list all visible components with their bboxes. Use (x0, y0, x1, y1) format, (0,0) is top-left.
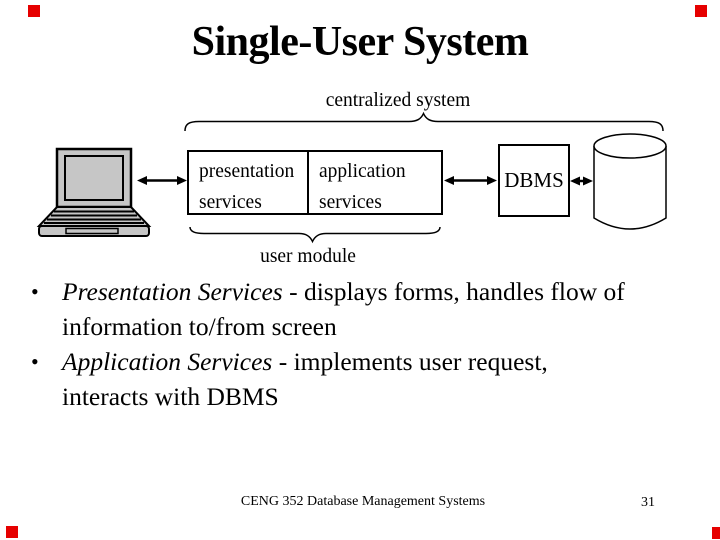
services-divider (307, 152, 309, 213)
bullet-text: Presentation Services - displays forms, … (62, 274, 625, 344)
bullet-item-presentation-services: • Presentation Services - displays forms… (31, 274, 701, 344)
user-module-brace-icon (189, 226, 441, 244)
bullet-item-application-services: • Application Services - implements user… (31, 344, 701, 414)
dbms-box: DBMS (498, 144, 570, 217)
bullet-marker: • (31, 279, 39, 304)
bullet-text: Application Services - implements user r… (62, 344, 548, 414)
centralized-system-label: centralized system (325, 90, 471, 111)
services-box: presentation services application servic… (187, 150, 443, 215)
user-module-label: user module (260, 246, 356, 267)
page-number: 31 (641, 495, 655, 510)
bullet-term: Presentation Services (62, 277, 283, 306)
computer-services-arrow-icon (137, 176, 187, 185)
bullet-rest: - displays forms, handles flow of inform… (62, 277, 625, 341)
application-services-cell: application services (319, 161, 406, 213)
corner-mark-bottom-left (6, 526, 18, 538)
footer-course: CENG 352 Database Management Systems (240, 494, 486, 509)
corner-mark-top-left (28, 5, 40, 17)
dbms-database-arrow-icon (570, 176, 593, 186)
bullet-term: Application Services (62, 347, 273, 376)
bullet-rest: - implements user request, interacts wit… (62, 347, 548, 411)
centralized-system-brace-icon (184, 111, 664, 132)
database-cylinder-icon (593, 133, 667, 230)
corner-mark-bottom-right (712, 527, 720, 539)
laptop-icon (36, 147, 152, 237)
bullet-marker: • (31, 349, 39, 374)
corner-mark-top-right (695, 5, 707, 17)
page-title: Single-User System (191, 19, 529, 65)
dbms-label: DBMS (504, 168, 564, 192)
presentation-services-cell: presentation services (199, 161, 295, 213)
services-dbms-arrow-icon (444, 176, 497, 185)
bullet-list: • Presentation Services - displays forms… (31, 274, 701, 414)
